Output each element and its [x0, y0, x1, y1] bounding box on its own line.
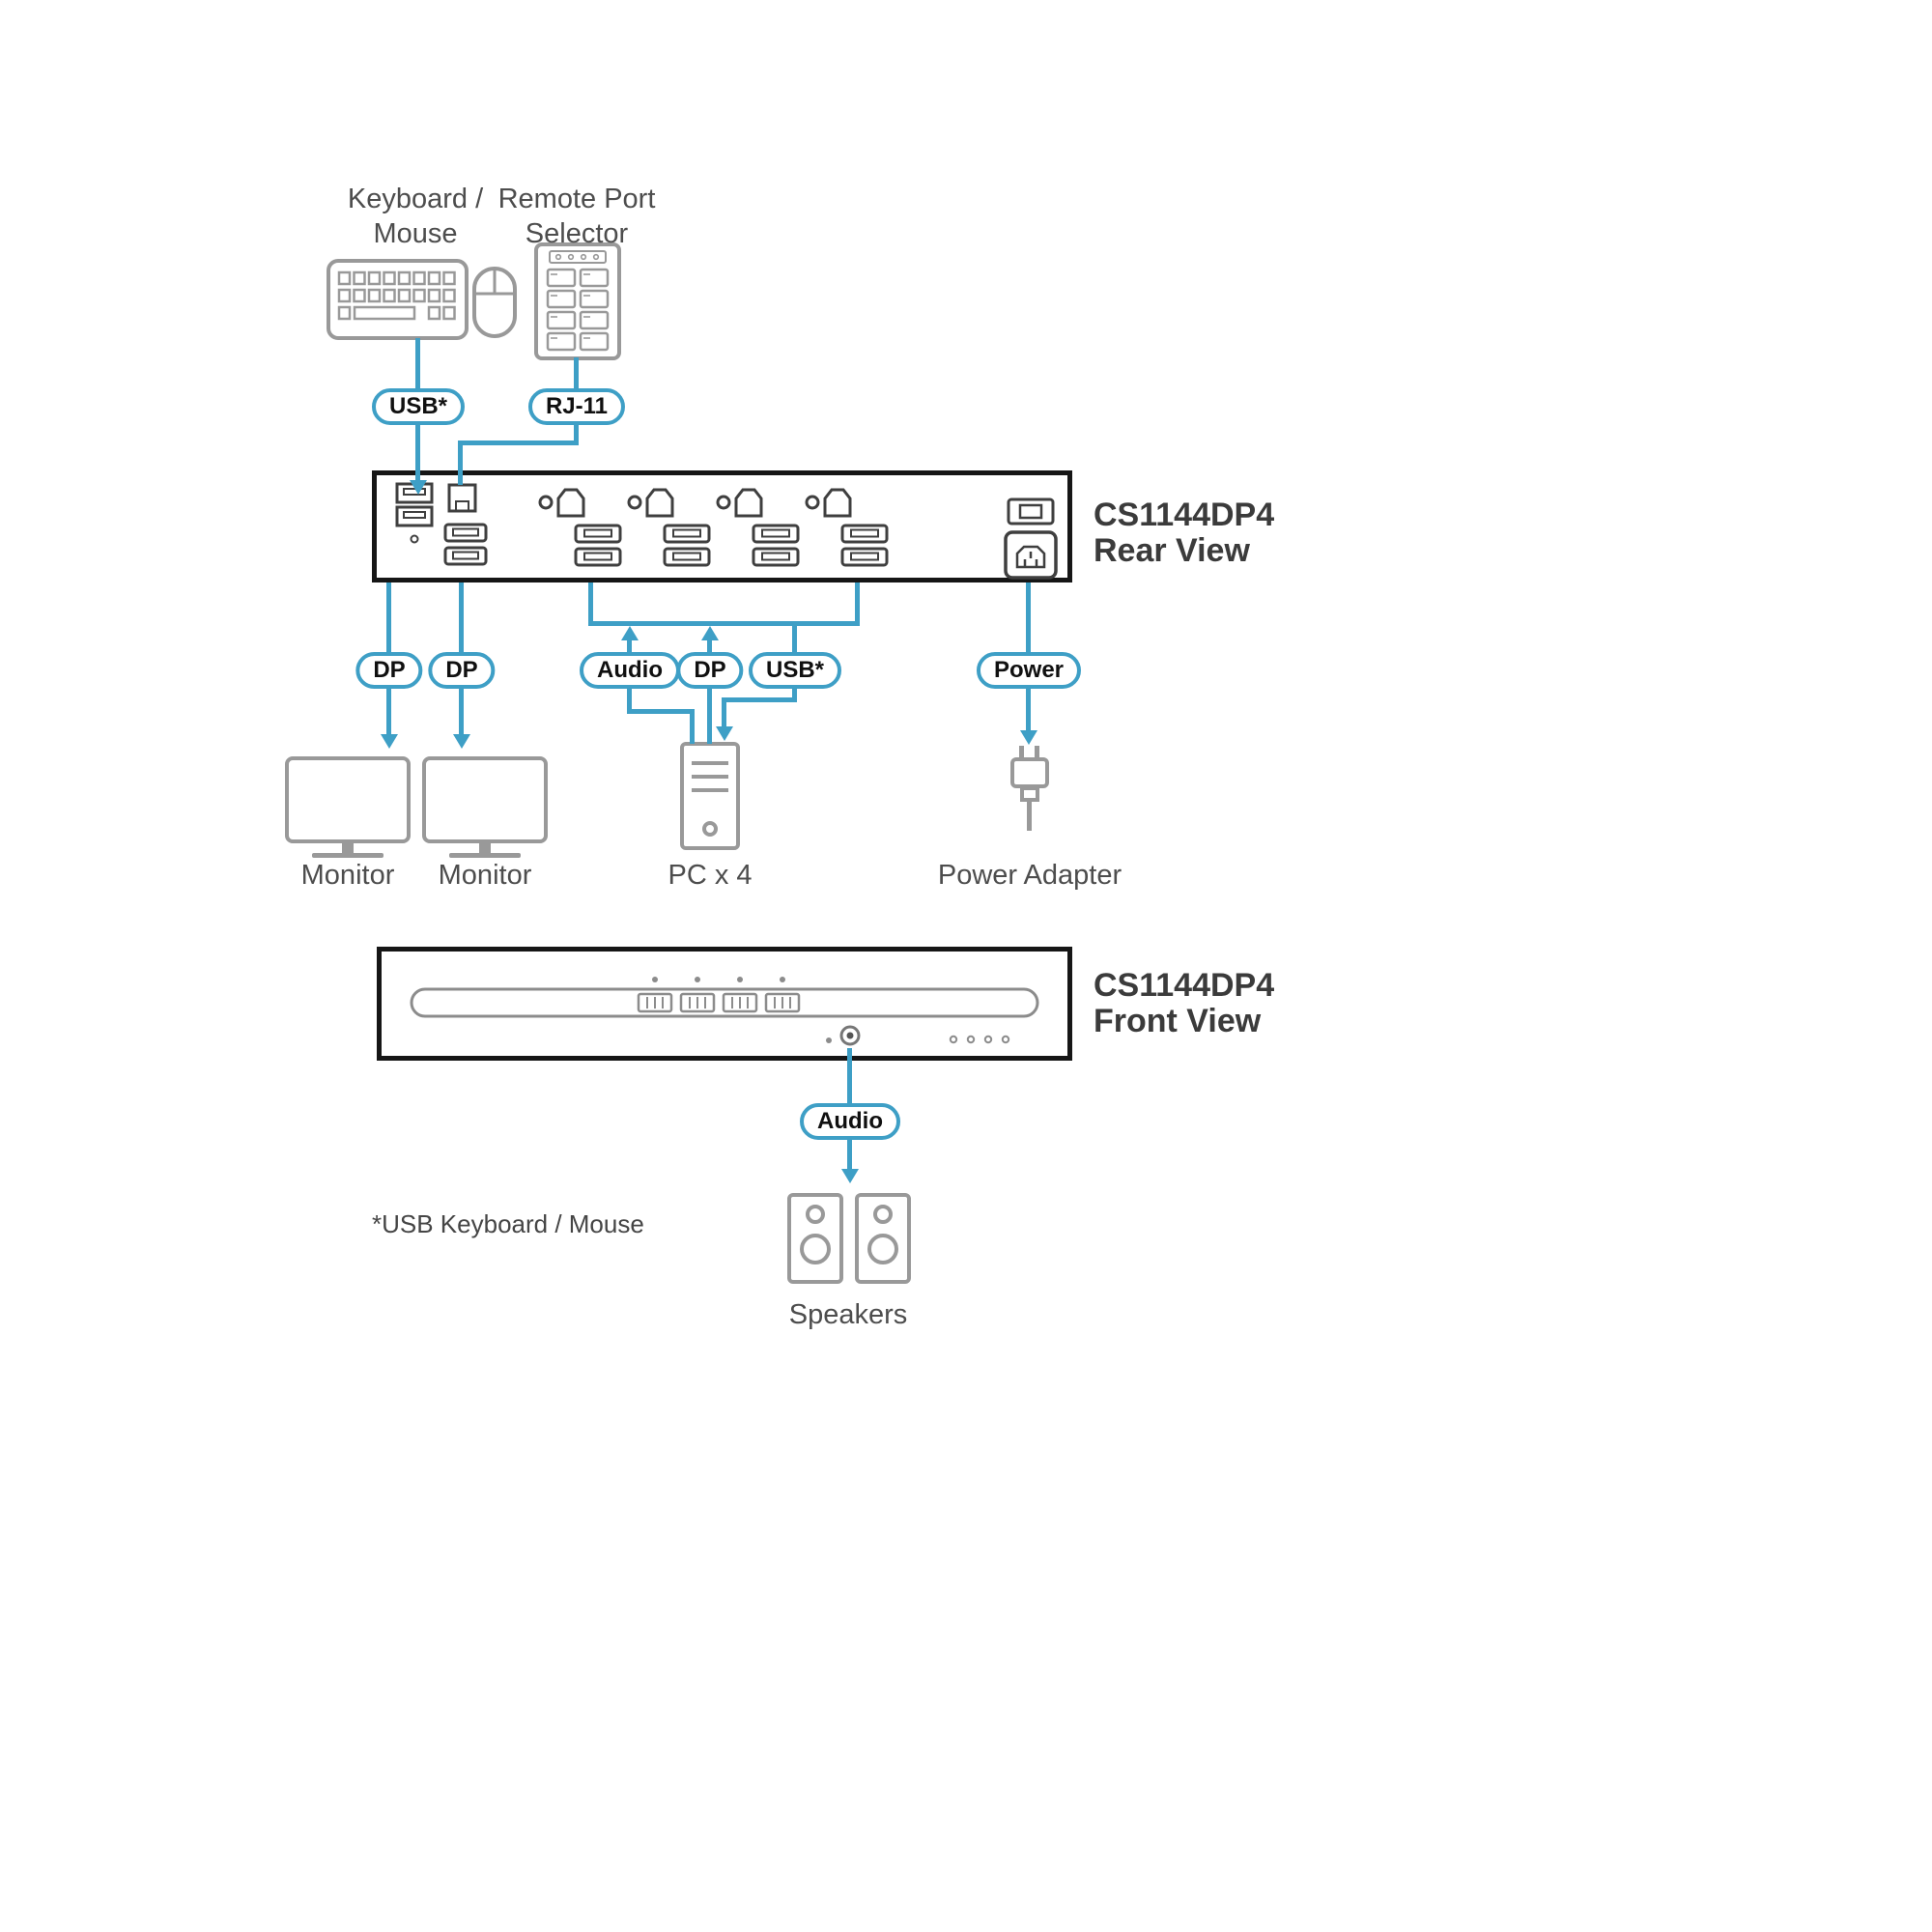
- keyboard-icon: [327, 259, 469, 340]
- monitor-icon: [422, 756, 548, 843]
- pill-audio-front: Audio: [800, 1103, 900, 1140]
- connector-line: [627, 639, 632, 652]
- connector-line: [707, 689, 712, 744]
- rear-panel-ports: [395, 482, 1058, 580]
- mouse-icon: [472, 267, 517, 338]
- footnote: *USB Keyboard / Mouse: [372, 1209, 644, 1238]
- power-adapter-cord: [1027, 800, 1032, 831]
- front-status-leds: [949, 1035, 1010, 1044]
- front-led-dot: [826, 1037, 832, 1043]
- power-adapter-prong: [1019, 746, 1024, 759]
- pc-drive-bay: [692, 775, 728, 779]
- pill-audio-rear: Audio: [580, 652, 680, 689]
- arrow-down-icon: [381, 734, 398, 749]
- arrow-down-icon: [1020, 730, 1037, 745]
- power-inlet: [1004, 530, 1058, 580]
- connector-line: [792, 626, 797, 652]
- monitor-stand-base: [312, 853, 384, 858]
- connector-line: [847, 1048, 852, 1103]
- connector-line: [707, 639, 712, 652]
- port-select-buttons: [637, 992, 801, 1013]
- power-switch: [1007, 497, 1055, 526]
- connector-line: [386, 689, 391, 734]
- console-displayport-ports: [443, 523, 488, 566]
- front-panel-view: Front View: [1094, 1003, 1262, 1039]
- monitor-icon: [285, 756, 411, 843]
- connector-line: [1026, 582, 1031, 652]
- monitor2-label: Monitor: [438, 860, 532, 891]
- pc-power-button-icon: [702, 821, 718, 837]
- arrow-down-icon: [841, 1169, 859, 1183]
- connector-line: [386, 582, 391, 652]
- speakers-label: Speakers: [788, 1299, 908, 1330]
- monitor-stand-base: [449, 853, 521, 858]
- remote-port-selector-icon: [534, 242, 621, 360]
- pill-dp-pc: DP: [676, 652, 744, 689]
- arrow-up-icon: [621, 626, 639, 640]
- connector-line: [627, 689, 632, 712]
- pc-label: PC x 4: [668, 860, 753, 891]
- rj11-port: [447, 483, 477, 513]
- power-adapter-icon: [1010, 757, 1049, 788]
- connector-line: [588, 582, 593, 626]
- monitor-stand: [342, 843, 354, 853]
- speaker-tweeter: [873, 1205, 893, 1224]
- connector-line: [690, 709, 695, 744]
- arrow-up-icon: [701, 626, 719, 640]
- front-audio-jack: [839, 1025, 861, 1046]
- pc-icon: [680, 742, 740, 850]
- connector-line: [458, 440, 579, 445]
- pill-rj11: RJ-11: [527, 388, 626, 425]
- connector-line: [1026, 689, 1031, 730]
- connector-line: [415, 425, 420, 480]
- arrow-down-icon: [410, 480, 427, 495]
- pill-usb-console: USB*: [371, 388, 466, 425]
- front-panel-model: CS1144DP4: [1094, 967, 1275, 1004]
- monitor-stand: [479, 843, 491, 853]
- pill-dp-monitor1: DP: [355, 652, 423, 689]
- front-panel-title: CS1144DP4 Front View: [1094, 968, 1274, 1039]
- connector-line: [855, 582, 860, 626]
- pc-port-groups: [538, 488, 889, 567]
- connector-line: [627, 709, 695, 714]
- arrow-down-icon: [716, 726, 733, 741]
- pill-usb-pc: USB*: [748, 652, 842, 689]
- connector-line: [588, 621, 860, 626]
- remote-port-selector-label: Remote Port Selector: [497, 184, 656, 250]
- speaker-icon: [787, 1193, 843, 1284]
- monitor1-label: Monitor: [300, 860, 395, 891]
- pc-drive-bay: [692, 788, 728, 792]
- connector-line: [792, 689, 797, 700]
- rear-panel-view: Rear View: [1094, 532, 1250, 569]
- arrow-down-icon: [453, 734, 470, 749]
- connector-line: [459, 582, 464, 652]
- speaker-icon: [855, 1193, 911, 1284]
- connector-line: [722, 697, 726, 726]
- power-adapter-label: Power Adapter: [937, 860, 1122, 891]
- connector-line: [415, 338, 420, 388]
- connector-line: [847, 1140, 852, 1169]
- rear-panel: [372, 470, 1072, 582]
- connector-line: [459, 689, 464, 734]
- pill-dp-monitor2: DP: [428, 652, 496, 689]
- rear-panel-model: CS1144DP4: [1094, 497, 1275, 533]
- pill-power: Power: [976, 652, 1082, 689]
- keyboard-mouse-label: Keyboard / Mouse: [347, 184, 484, 250]
- connector-line: [574, 357, 579, 388]
- speaker-woofer: [867, 1234, 898, 1264]
- speaker-tweeter: [806, 1205, 825, 1224]
- speaker-woofer: [800, 1234, 831, 1264]
- connector-line: [458, 440, 463, 485]
- connector-line: [722, 697, 797, 702]
- rear-panel-title: CS1144DP4 Rear View: [1094, 497, 1274, 569]
- pc-drive-bay: [692, 761, 728, 765]
- front-handle-slot: [410, 987, 1039, 1018]
- port-indicator-dots: [652, 977, 785, 982]
- front-panel-controls: [410, 977, 1039, 1046]
- power-adapter-prong: [1035, 746, 1039, 759]
- connector-line: [574, 425, 579, 445]
